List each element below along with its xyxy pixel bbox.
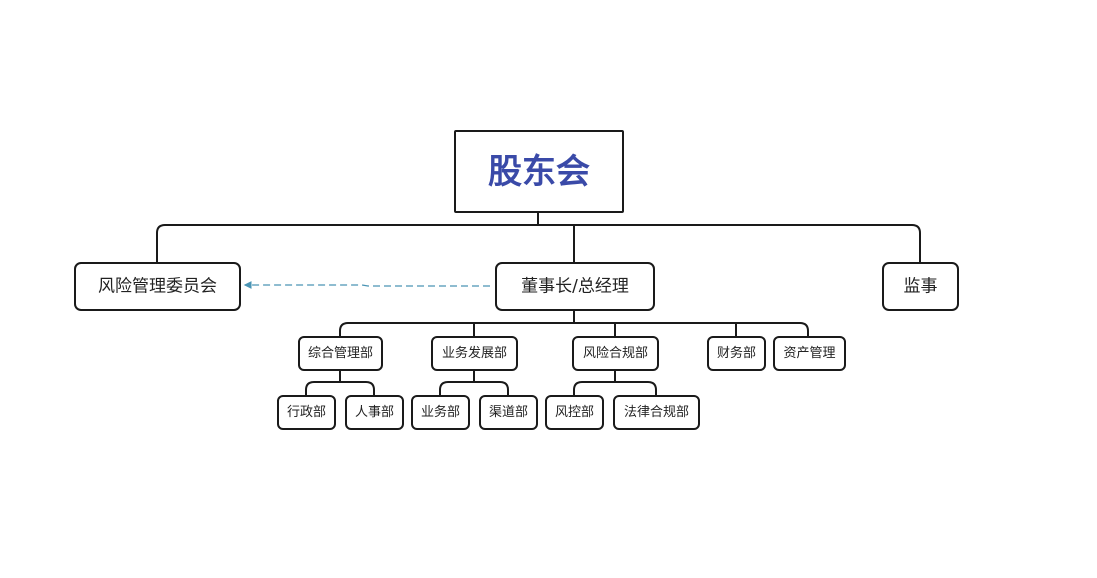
node-general-mgmt-label: 综合管理部 [308,346,373,361]
node-risk-compliance-label: 风险合规部 [583,346,648,361]
connector-risk-compliance-subs [573,370,657,396]
node-risk-control: 风控部 [545,395,604,430]
node-root: 股东会 [454,130,624,213]
node-asset-mgmt: 资产管理 [773,336,846,371]
connector-business-dev-subs [439,370,509,396]
node-supervisor: 监事 [882,262,959,311]
node-business: 业务部 [411,395,470,430]
node-risk-committee-label: 风险管理委员会 [98,277,217,297]
node-hr: 人事部 [345,395,404,430]
node-legal-compliance-label: 法律合规部 [624,405,689,420]
node-finance: 财务部 [707,336,766,371]
node-admin-label: 行政部 [287,405,326,420]
connector-chairman-departments [339,310,809,337]
node-legal-compliance: 法律合规部 [613,395,700,430]
node-risk-compliance: 风险合规部 [572,336,659,371]
node-general-mgmt: 综合管理部 [298,336,383,371]
node-asset-mgmt-label: 资产管理 [783,346,835,361]
node-risk-committee: 风险管理委员会 [74,262,241,311]
node-business-dev: 业务发展部 [431,336,518,371]
connectors [156,212,921,396]
node-chairman-gm-label: 董事长/总经理 [521,277,629,297]
node-business-label: 业务部 [421,404,460,420]
node-channel: 渠道部 [479,395,538,430]
connector-root-level1 [156,212,921,262]
connector-general-mgmt-subs [305,370,375,396]
node-hr-label: 人事部 [355,405,394,420]
node-finance-label: 财务部 [717,345,756,361]
node-supervisor-label: 监事 [904,277,938,297]
node-chairman-gm: 董事长/总经理 [495,262,655,311]
node-risk-control-label: 风控部 [555,405,594,420]
dashed-link-chairman-to-risk-committee [243,281,490,289]
node-channel-label: 渠道部 [489,405,528,420]
node-root-label: 股东会 [488,152,590,192]
node-business-dev-label: 业务发展部 [442,345,507,361]
node-admin: 行政部 [277,395,336,430]
